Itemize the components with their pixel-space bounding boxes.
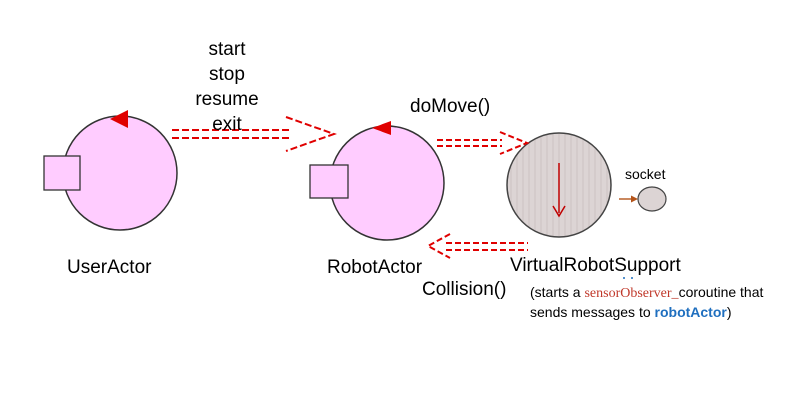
- note-robot-actor-ref: robotActor: [654, 304, 727, 320]
- note-marker-dots: [623, 277, 633, 279]
- user-actor-mailbox: [43, 155, 81, 191]
- message-resume: resume: [195, 89, 259, 110]
- socket-label: socket: [625, 166, 666, 182]
- message-collision: Collision(): [422, 279, 507, 300]
- note-line-2: sends messages to robotActor): [530, 303, 763, 322]
- user-actor-label: UserActor: [67, 257, 152, 278]
- note-prefix: (starts a: [530, 284, 585, 300]
- socket-node: [619, 186, 667, 212]
- note-line-1: (starts a sensorObserver_coroutine that: [530, 283, 763, 303]
- support-down-arrowhead: [552, 205, 566, 218]
- support-note: (starts a sensorObserver_coroutine that …: [530, 283, 763, 322]
- user-actor-pointer-icon: [110, 110, 128, 128]
- support-label: VirtualRobotSupport: [510, 255, 681, 276]
- note-middle: coroutine that: [678, 284, 764, 300]
- robot-actor-mailbox: [309, 164, 349, 199]
- message-domove: doMove(): [410, 96, 491, 117]
- robot-actor-label: RobotActor: [327, 257, 423, 278]
- note-suffix: ): [726, 304, 732, 320]
- socket-ellipse: [637, 186, 667, 212]
- robot-actor-pointer-icon: [372, 121, 391, 135]
- robot-to-support-arrow: [437, 131, 530, 155]
- user-to-robot-messages: start stop resume exit: [195, 37, 259, 137]
- support-to-robot-arrow: [425, 233, 528, 259]
- user-to-robot-arrow: [172, 116, 337, 152]
- note-sensor-name: sensorObserver_: [584, 286, 679, 301]
- message-stop: stop: [209, 64, 245, 85]
- robot-actor-node: [309, 121, 445, 241]
- message-exit: exit: [212, 114, 242, 135]
- note-line2-prefix: sends messages to: [530, 304, 655, 320]
- user-actor-node: [43, 110, 178, 231]
- socket-arrow-icon: [631, 195, 638, 203]
- support-node: [506, 132, 612, 238]
- message-start: start: [208, 39, 246, 60]
